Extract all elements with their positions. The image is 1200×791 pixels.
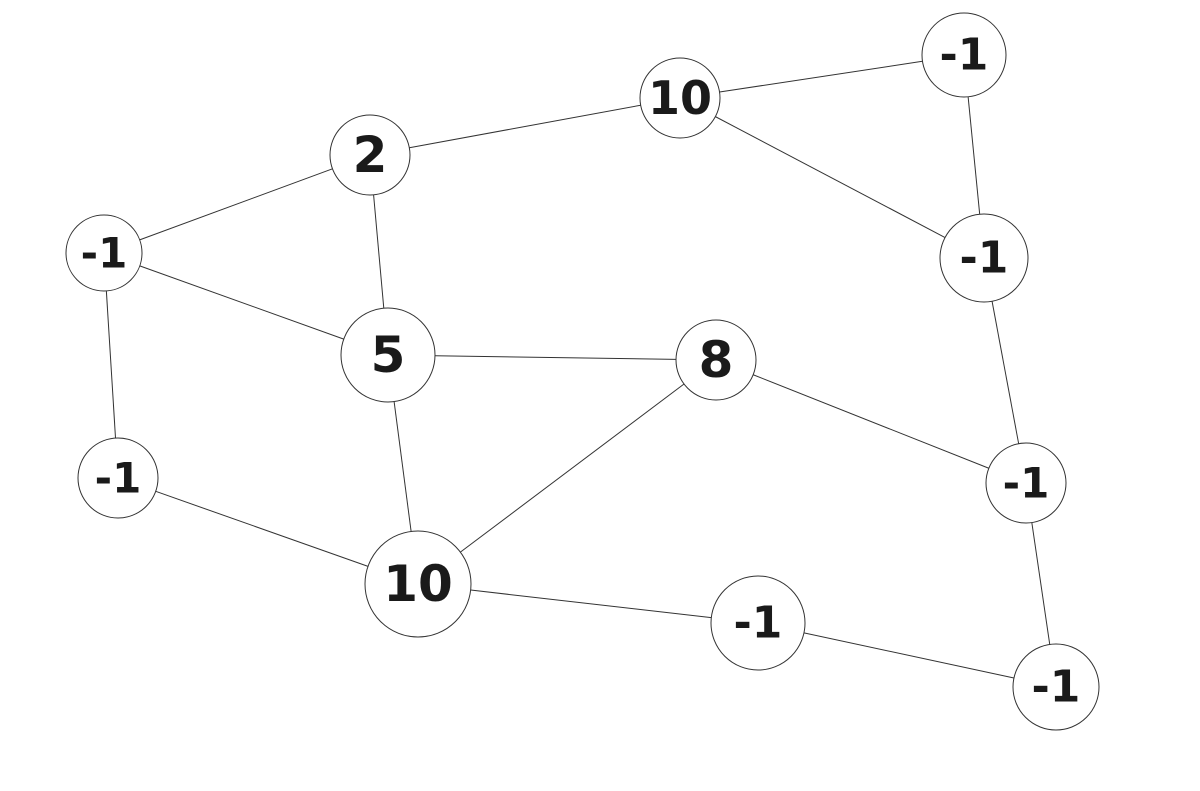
edge-n7-n9 [752, 374, 990, 469]
graph-node: 5 [340, 307, 436, 403]
edge-n1-n6 [373, 194, 385, 309]
graph-node: -1 [65, 214, 143, 292]
edge-n10-n11 [155, 490, 369, 567]
node-label: -1 [734, 598, 783, 649]
edge-n2-n4 [715, 116, 946, 238]
node-label: 5 [371, 326, 406, 384]
node-circle [921, 12, 1007, 98]
graph-node: -1 [939, 213, 1029, 303]
node-circle [77, 437, 159, 519]
edges-layer [105, 60, 1051, 679]
edge-n4-n9 [991, 301, 1020, 444]
edge-n12-n13 [803, 632, 1015, 679]
graph-node: -1 [77, 437, 159, 519]
edge-n5-n6 [139, 265, 344, 340]
node-circle [985, 442, 1067, 524]
graph-node: 2 [329, 114, 411, 196]
node-label: 2 [353, 126, 388, 184]
node-circle [675, 319, 757, 401]
edge-n6-n7 [434, 355, 677, 360]
graph-node: -1 [921, 12, 1007, 98]
node-label: 10 [383, 555, 453, 613]
node-circle [1012, 643, 1100, 731]
edge-n2-n3 [719, 60, 923, 93]
node-circle [65, 214, 143, 292]
node-label: -1 [1003, 459, 1050, 508]
edge-n5-n10 [105, 290, 117, 439]
node-circle [329, 114, 411, 196]
node-circle [639, 57, 721, 139]
node-label: 10 [648, 71, 712, 125]
edge-n6-n11 [393, 401, 412, 532]
node-circle [939, 213, 1029, 303]
node-label: -1 [81, 229, 128, 278]
node-label: -1 [95, 454, 142, 503]
node-label: -1 [1032, 662, 1081, 713]
node-label: -1 [960, 233, 1009, 284]
graph-node: 10 [639, 57, 721, 139]
node-circle [710, 575, 806, 671]
graph-node: 10 [364, 530, 472, 638]
edge-n1-n2 [409, 104, 641, 149]
node-label: -1 [940, 30, 989, 81]
edge-n11-n12 [470, 589, 712, 619]
graph-node: 8 [675, 319, 757, 401]
edge-n7-n11 [460, 383, 685, 553]
node-circle [364, 530, 472, 638]
graph-node: -1 [710, 575, 806, 671]
edge-n1-n5 [139, 168, 333, 241]
node-circle [340, 307, 436, 403]
graph-node: -1 [1012, 643, 1100, 731]
edge-n3-n4 [967, 96, 981, 215]
graph-node: -1 [985, 442, 1067, 524]
node-label: 8 [699, 331, 734, 389]
edge-n9-n13 [1031, 522, 1051, 645]
nodes-layer: 2 10 -1 -1 -1 5 8 -1 -1 10 -1 -1 [65, 12, 1100, 731]
